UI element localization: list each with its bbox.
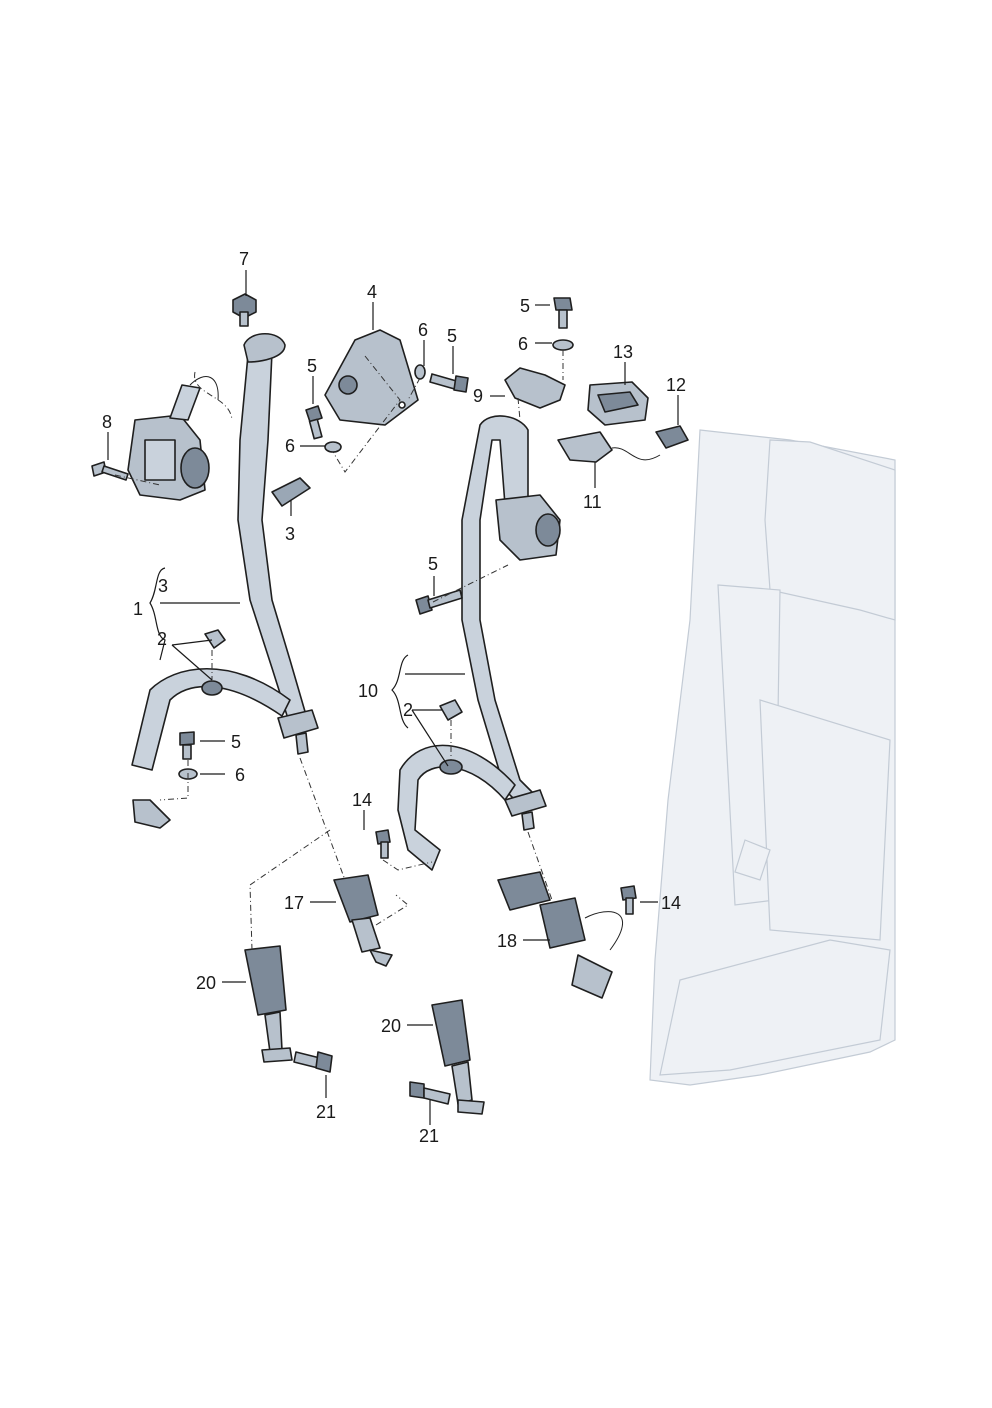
seat-belt-part-10 bbox=[397, 415, 561, 871]
callout-13: 13 bbox=[613, 342, 633, 362]
callout-20-a: 20 bbox=[196, 973, 216, 993]
callout-6-c: 6 bbox=[235, 765, 245, 785]
callout-21-a: 21 bbox=[316, 1102, 336, 1122]
callout-8: 8 bbox=[102, 412, 112, 432]
callout-3-b: 3 bbox=[158, 576, 168, 596]
screw-part-14-a bbox=[375, 829, 391, 859]
buckle-part-17 bbox=[333, 874, 393, 967]
assembly-lines bbox=[114, 350, 564, 951]
clip-part-11 bbox=[557, 431, 661, 463]
callout-4: 4 bbox=[367, 282, 377, 302]
callout-18: 18 bbox=[497, 931, 517, 951]
callout-12: 12 bbox=[666, 375, 686, 395]
callout-3-a: 3 bbox=[285, 524, 295, 544]
buckle-part-20-a bbox=[244, 945, 293, 1063]
callout-11: 11 bbox=[583, 492, 602, 512]
callout-5-d: 5 bbox=[428, 554, 438, 574]
bracket-part-9 bbox=[504, 367, 566, 409]
cover-part-3 bbox=[271, 477, 311, 507]
screw-part-5-b bbox=[305, 405, 323, 440]
callout-6-a: 6 bbox=[418, 320, 428, 340]
callout-14-a: 14 bbox=[352, 790, 372, 810]
seat-belt-part-1 bbox=[131, 332, 319, 829]
bolt-part-21-b bbox=[409, 1081, 451, 1105]
callout-6-b: 6 bbox=[285, 436, 295, 456]
bolt-part-5-d bbox=[415, 589, 463, 615]
bracket-part-4 bbox=[324, 329, 419, 426]
washer-part-6-b bbox=[324, 441, 342, 453]
callout-10: 10 bbox=[358, 681, 378, 701]
callout-5-b: 5 bbox=[307, 356, 317, 376]
connector-part-12 bbox=[655, 425, 689, 449]
callout-5-e: 5 bbox=[520, 296, 530, 316]
callout-6-d: 6 bbox=[518, 334, 528, 354]
callout-9: 9 bbox=[473, 386, 483, 406]
bolt-part-5-e bbox=[553, 297, 573, 329]
belt-retractor-part-8 bbox=[127, 376, 219, 501]
washer-part-6-d bbox=[552, 339, 574, 351]
callout-7: 7 bbox=[239, 249, 249, 269]
screw-part-5-a bbox=[429, 373, 469, 393]
buckle-part-18 bbox=[497, 871, 623, 999]
callout-2-b: 2 bbox=[403, 700, 413, 720]
callout-5-a: 5 bbox=[447, 326, 457, 346]
leader-lines bbox=[107, 270, 679, 1125]
bolt-part-21-a bbox=[293, 1051, 333, 1073]
screw-part-8 bbox=[91, 461, 129, 481]
washer-part-6-a bbox=[414, 364, 426, 380]
screw-part-14-b bbox=[620, 885, 637, 915]
callout-20-b: 20 bbox=[381, 1016, 401, 1036]
cover-part-13 bbox=[587, 381, 649, 426]
callout-17: 17 bbox=[284, 893, 304, 913]
bolt-part-7 bbox=[232, 293, 257, 327]
callout-labels: 7 8 4 6 5 5 6 3 3 1 2 5 6 5 6 9 13 12 11… bbox=[102, 249, 686, 1146]
cap-part-2-a bbox=[201, 629, 226, 696]
screw-part-5-c bbox=[179, 731, 195, 760]
callout-14-b: 14 bbox=[661, 893, 681, 913]
callout-21-b: 21 bbox=[419, 1126, 439, 1146]
rear-seat-backdrop bbox=[649, 429, 896, 1086]
buckle-part-20-b bbox=[431, 999, 485, 1115]
callout-2-a: 2 bbox=[157, 629, 167, 649]
callout-1: 1 bbox=[133, 599, 143, 619]
callout-5-c: 5 bbox=[231, 732, 241, 752]
